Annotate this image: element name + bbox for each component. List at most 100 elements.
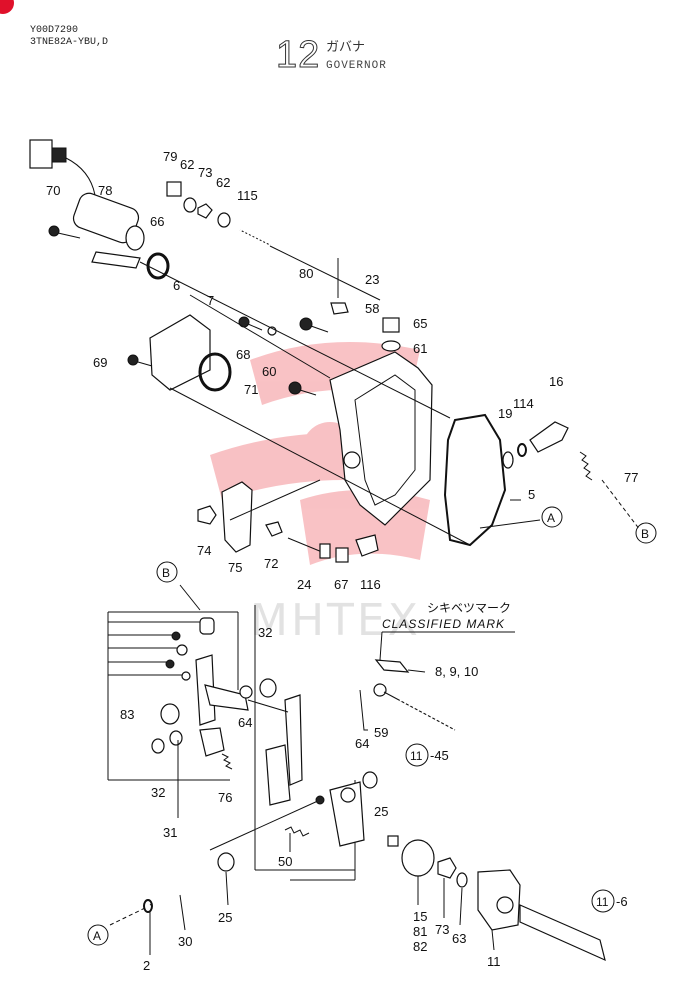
classified-mark: CLASSIFIED MARK [382,617,505,631]
svg-text:62: 62 [216,175,230,190]
svg-text:11: 11 [596,895,609,909]
svg-text:77: 77 [624,470,638,485]
pin-32a [239,685,253,699]
svg-text:B: B [641,527,649,541]
oring-114 [517,443,527,457]
ref-circle-11-6: 11 -6 [591,889,628,913]
stud-115 [239,229,271,246]
svg-text:73: 73 [435,922,449,937]
svg-text:11: 11 [410,749,423,763]
svg-text:32: 32 [258,625,272,640]
svg-text:19: 19 [498,406,512,421]
ref-circle-11-45: 11 -45 [405,743,449,767]
svg-text:58: 58 [365,301,379,316]
svg-text:B: B [162,566,170,580]
svg-text:-6: -6 [616,894,628,909]
gasket-5 [443,413,507,547]
washer-32a [259,678,277,698]
bush [169,730,183,746]
washer-25b [217,852,235,872]
ref-marker-b-right: B [635,522,657,544]
svg-text:5: 5 [528,487,535,502]
classified-kana: シキベツマーク [427,601,511,615]
ref-marker-a-lower: A [87,924,109,946]
ring-7 [198,352,232,392]
svg-text:50: 50 [278,854,292,869]
part-116 [355,534,379,557]
section-number: 12 [275,34,321,77]
spring-77 [579,451,593,481]
lever-plate [199,727,225,757]
part-8-9-10 [374,659,410,673]
bolt-24 [287,537,331,559]
svg-text:76: 76 [218,790,232,805]
ref-marker-a-top: A [541,506,563,528]
washer-61 [381,340,401,352]
part-labels: 79 62 73 62 70 78 115 66 6 7 80 23 58 65… [46,149,638,973]
svg-text:62: 62 [180,157,194,172]
lever-50-plate [265,744,291,806]
svg-text:64: 64 [238,715,252,730]
corner-badge [0,0,14,14]
lever-64 [284,694,303,786]
cover-6 [149,314,211,391]
svg-text:A: A [93,929,101,943]
bolt-71 [288,381,317,396]
shaft-59 [373,683,456,731]
svg-text:59: 59 [374,725,388,740]
svg-text:6: 6 [173,278,180,293]
svg-text:60: 60 [262,364,276,379]
svg-text:23: 23 [365,272,379,287]
washer-62b [217,212,231,228]
svg-text:116: 116 [360,577,381,592]
svg-text:83: 83 [120,707,134,722]
ref-8-9-10: 8, 9, 10 [435,664,478,679]
lever-link [204,684,249,711]
svg-text:25: 25 [218,910,232,925]
svg-text:65: 65 [413,316,427,331]
ref-marker-b-lower: B [156,561,178,583]
svg-text:68: 68 [236,347,250,362]
svg-text:32: 32 [151,785,165,800]
part-83 [160,703,180,725]
svg-text:24: 24 [297,577,311,592]
svg-text:61: 61 [413,341,427,356]
spring-50 [284,826,310,837]
washer-63 [456,872,468,888]
model-code: Y00D7290 [30,25,79,36]
nut-73 [197,203,213,219]
part-67 [335,547,349,563]
washer-19 [502,451,514,469]
part-small-1 [171,631,181,641]
nut-74 [197,505,217,525]
svg-text:30: 30 [178,934,192,949]
svg-text:72: 72 [264,556,278,571]
section-title-kana: ガバナ [326,40,366,55]
svg-text:114: 114 [513,396,534,411]
svg-text:7: 7 [207,293,214,308]
bolt-68 [238,316,263,331]
nut-73b [437,857,457,879]
nut-58 [330,302,349,315]
svg-text:81: 81 [413,924,427,939]
governor-housing [329,351,433,526]
svg-text:67: 67 [334,577,348,592]
svg-text:31: 31 [163,825,177,840]
svg-text:69: 69 [93,355,107,370]
weight-15 [401,839,435,877]
bolt-70 [48,225,81,239]
washer-62 [183,197,197,213]
svg-text:66: 66 [150,214,164,229]
clip-2 [143,899,153,913]
model-name: 3TNE82A-YBU,D [30,37,109,48]
nut-72 [265,521,283,537]
part-small-2 [176,644,188,656]
solenoid-78 [29,139,145,269]
svg-text:64: 64 [355,736,369,751]
svg-text:11: 11 [487,954,501,969]
svg-text:16: 16 [549,374,563,389]
svg-text:74: 74 [197,543,211,558]
part-small-5 [387,835,399,847]
lever-plate-25 [329,781,365,847]
